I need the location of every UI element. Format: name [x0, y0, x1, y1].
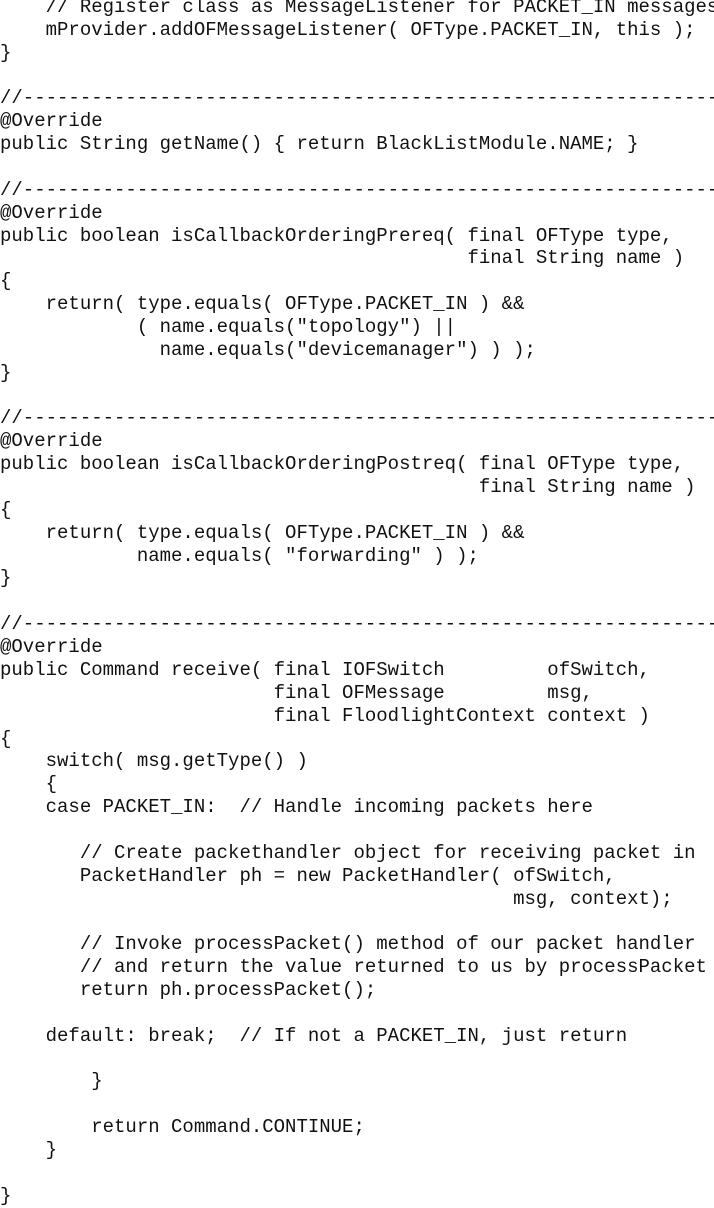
code-line [0, 910, 714, 933]
code-line: { [0, 773, 58, 796]
code-line: PacketHandler ph = new PacketHandler( of… [0, 864, 616, 887]
code-line [0, 156, 714, 179]
code-line: name.equals( "forwarding" ) ); [0, 544, 479, 567]
code-line: //--------------------------------------… [0, 178, 714, 201]
code-line: public String getName() { return BlackLi… [0, 133, 639, 156]
code-line: } [0, 1184, 12, 1207]
code-line: final FloodlightContext context ) [0, 704, 650, 727]
code-line: @Override [0, 110, 103, 133]
code-line: return ph.processPacket(); [0, 978, 377, 1001]
code-line: // Create packethandler object for recei… [0, 841, 696, 864]
code-line: mProvider.addOFMessageListener( OFType.P… [0, 18, 696, 41]
code-line [0, 65, 714, 88]
code-line [0, 819, 714, 842]
code-line: } [0, 41, 12, 64]
code-line: } [0, 1070, 103, 1093]
code-line [0, 1002, 714, 1025]
code-line: public boolean isCallbackOrderingPostreq… [0, 453, 685, 476]
code-line: case PACKET_IN: // Handle incoming packe… [0, 796, 593, 819]
code-line: { [0, 498, 12, 521]
code-line [0, 590, 714, 613]
code-line: public boolean isCallbackOrderingPrereq(… [0, 224, 673, 247]
code-line: msg, context); [0, 887, 673, 910]
code-line: } [0, 1138, 58, 1161]
code-line [0, 1162, 714, 1185]
code-line: final String name ) [0, 476, 696, 499]
code-line: return( type.equals( OFType.PACKET_IN ) … [0, 521, 525, 544]
code-line: //--------------------------------------… [0, 407, 714, 430]
code-line: // Register class as MessageListener for… [0, 0, 714, 18]
code-line: //--------------------------------------… [0, 613, 714, 636]
code-line: return( type.equals( OFType.PACKET_IN ) … [0, 293, 525, 316]
code-line: final OFMessage msg, [0, 681, 593, 704]
code-line: default: break; // If not a PACKET_IN, j… [0, 1024, 628, 1047]
code-line [0, 1093, 714, 1116]
code-line: { [0, 270, 12, 293]
code-line [0, 1048, 714, 1071]
code-line: // Invoke processPacket() method of our … [0, 933, 696, 956]
code-line: //--------------------------------------… [0, 87, 714, 110]
code-line: public Command receive( final IOFSwitch … [0, 658, 650, 681]
code-line: @Override [0, 201, 103, 224]
code-line: name.equals("devicemanager") ) ); [0, 338, 536, 361]
code-line: @Override [0, 636, 103, 659]
code-line: ( name.equals("topology") || [0, 316, 457, 339]
code-line: } [0, 361, 12, 384]
code-line: @Override [0, 430, 103, 453]
code-line: { [0, 727, 12, 750]
code-line [0, 385, 714, 408]
code-line: // and return the value returned to us b… [0, 956, 707, 979]
code-line: return Command.CONTINUE; [0, 1116, 365, 1139]
code-line: final String name ) [0, 247, 685, 270]
code-line: } [0, 567, 12, 590]
code-line: switch( msg.getType() ) [0, 750, 308, 773]
